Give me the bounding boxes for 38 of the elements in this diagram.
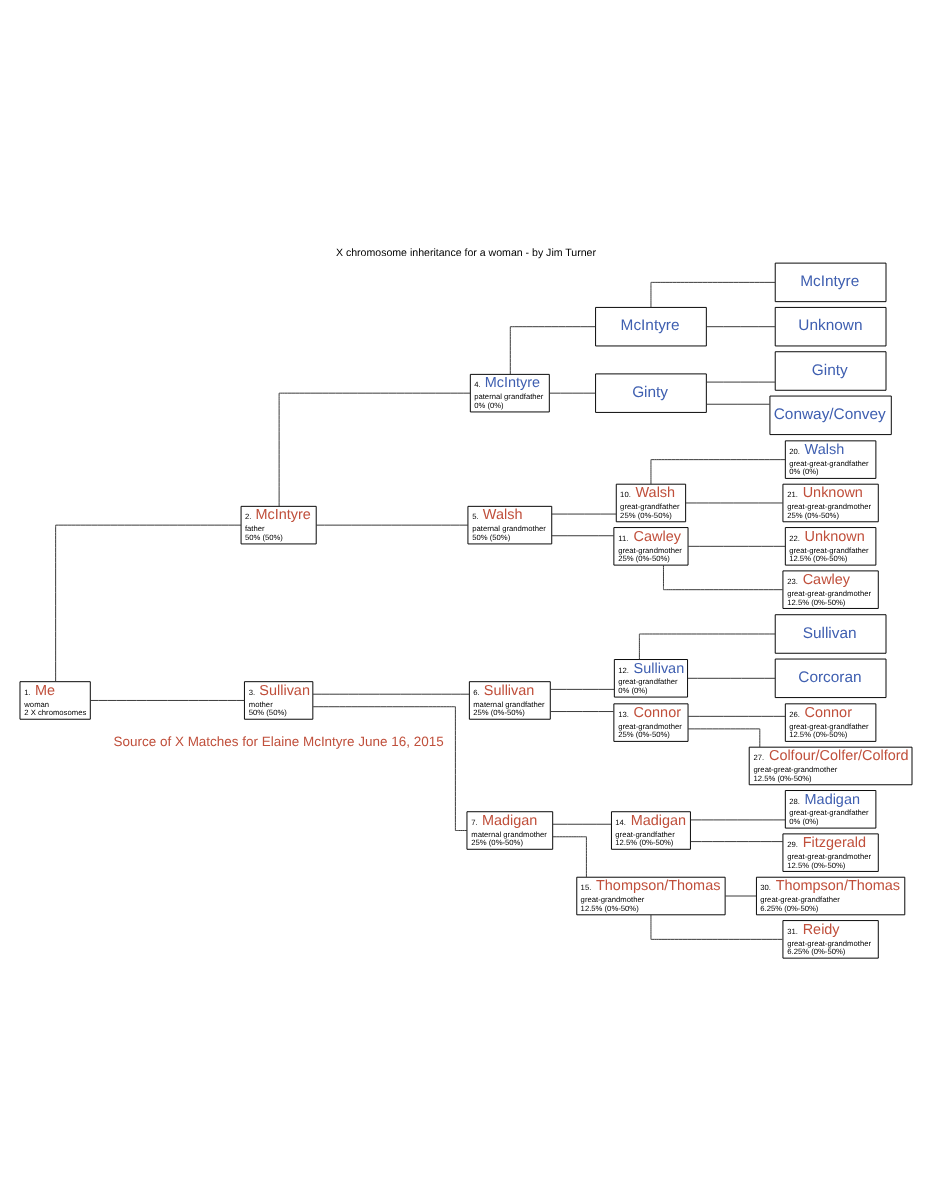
- connector: [706, 380, 776, 382]
- connector: [687, 727, 761, 747]
- node-box: Ginty: [774, 350, 887, 390]
- connector: [552, 835, 587, 877]
- connector: [687, 714, 786, 716]
- connector: [552, 822, 612, 824]
- connector: [687, 676, 776, 678]
- node-box: Conway/Convey: [769, 394, 892, 435]
- connector: [509, 325, 596, 374]
- connector: [690, 818, 786, 820]
- connector: [687, 544, 786, 546]
- connector: [550, 710, 615, 711]
- connector: [690, 840, 784, 842]
- node-box: McIntyre: [595, 305, 707, 346]
- connector: [312, 705, 468, 830]
- node-box: McIntyre: [774, 261, 887, 302]
- connector: [706, 402, 771, 404]
- node-box: Unknown: [774, 305, 887, 346]
- connector: [549, 391, 596, 393]
- connector: [89, 699, 245, 700]
- connector: [312, 692, 470, 694]
- connector: [650, 458, 786, 484]
- connector: [550, 687, 615, 689]
- connector: [724, 894, 757, 896]
- node-box: Corcoran: [774, 657, 887, 698]
- connector: [706, 325, 776, 327]
- connector: [278, 391, 471, 506]
- node-box: Sullivan: [774, 613, 887, 653]
- connector: [650, 280, 776, 307]
- node-box: Ginty: [595, 372, 707, 412]
- connector: [685, 501, 784, 503]
- connector: [650, 913, 783, 939]
- connector: [55, 523, 242, 681]
- connector: [551, 534, 615, 536]
- connector: [315, 523, 469, 525]
- connector: [638, 632, 776, 659]
- connector: [551, 512, 617, 514]
- connector: [663, 563, 784, 590]
